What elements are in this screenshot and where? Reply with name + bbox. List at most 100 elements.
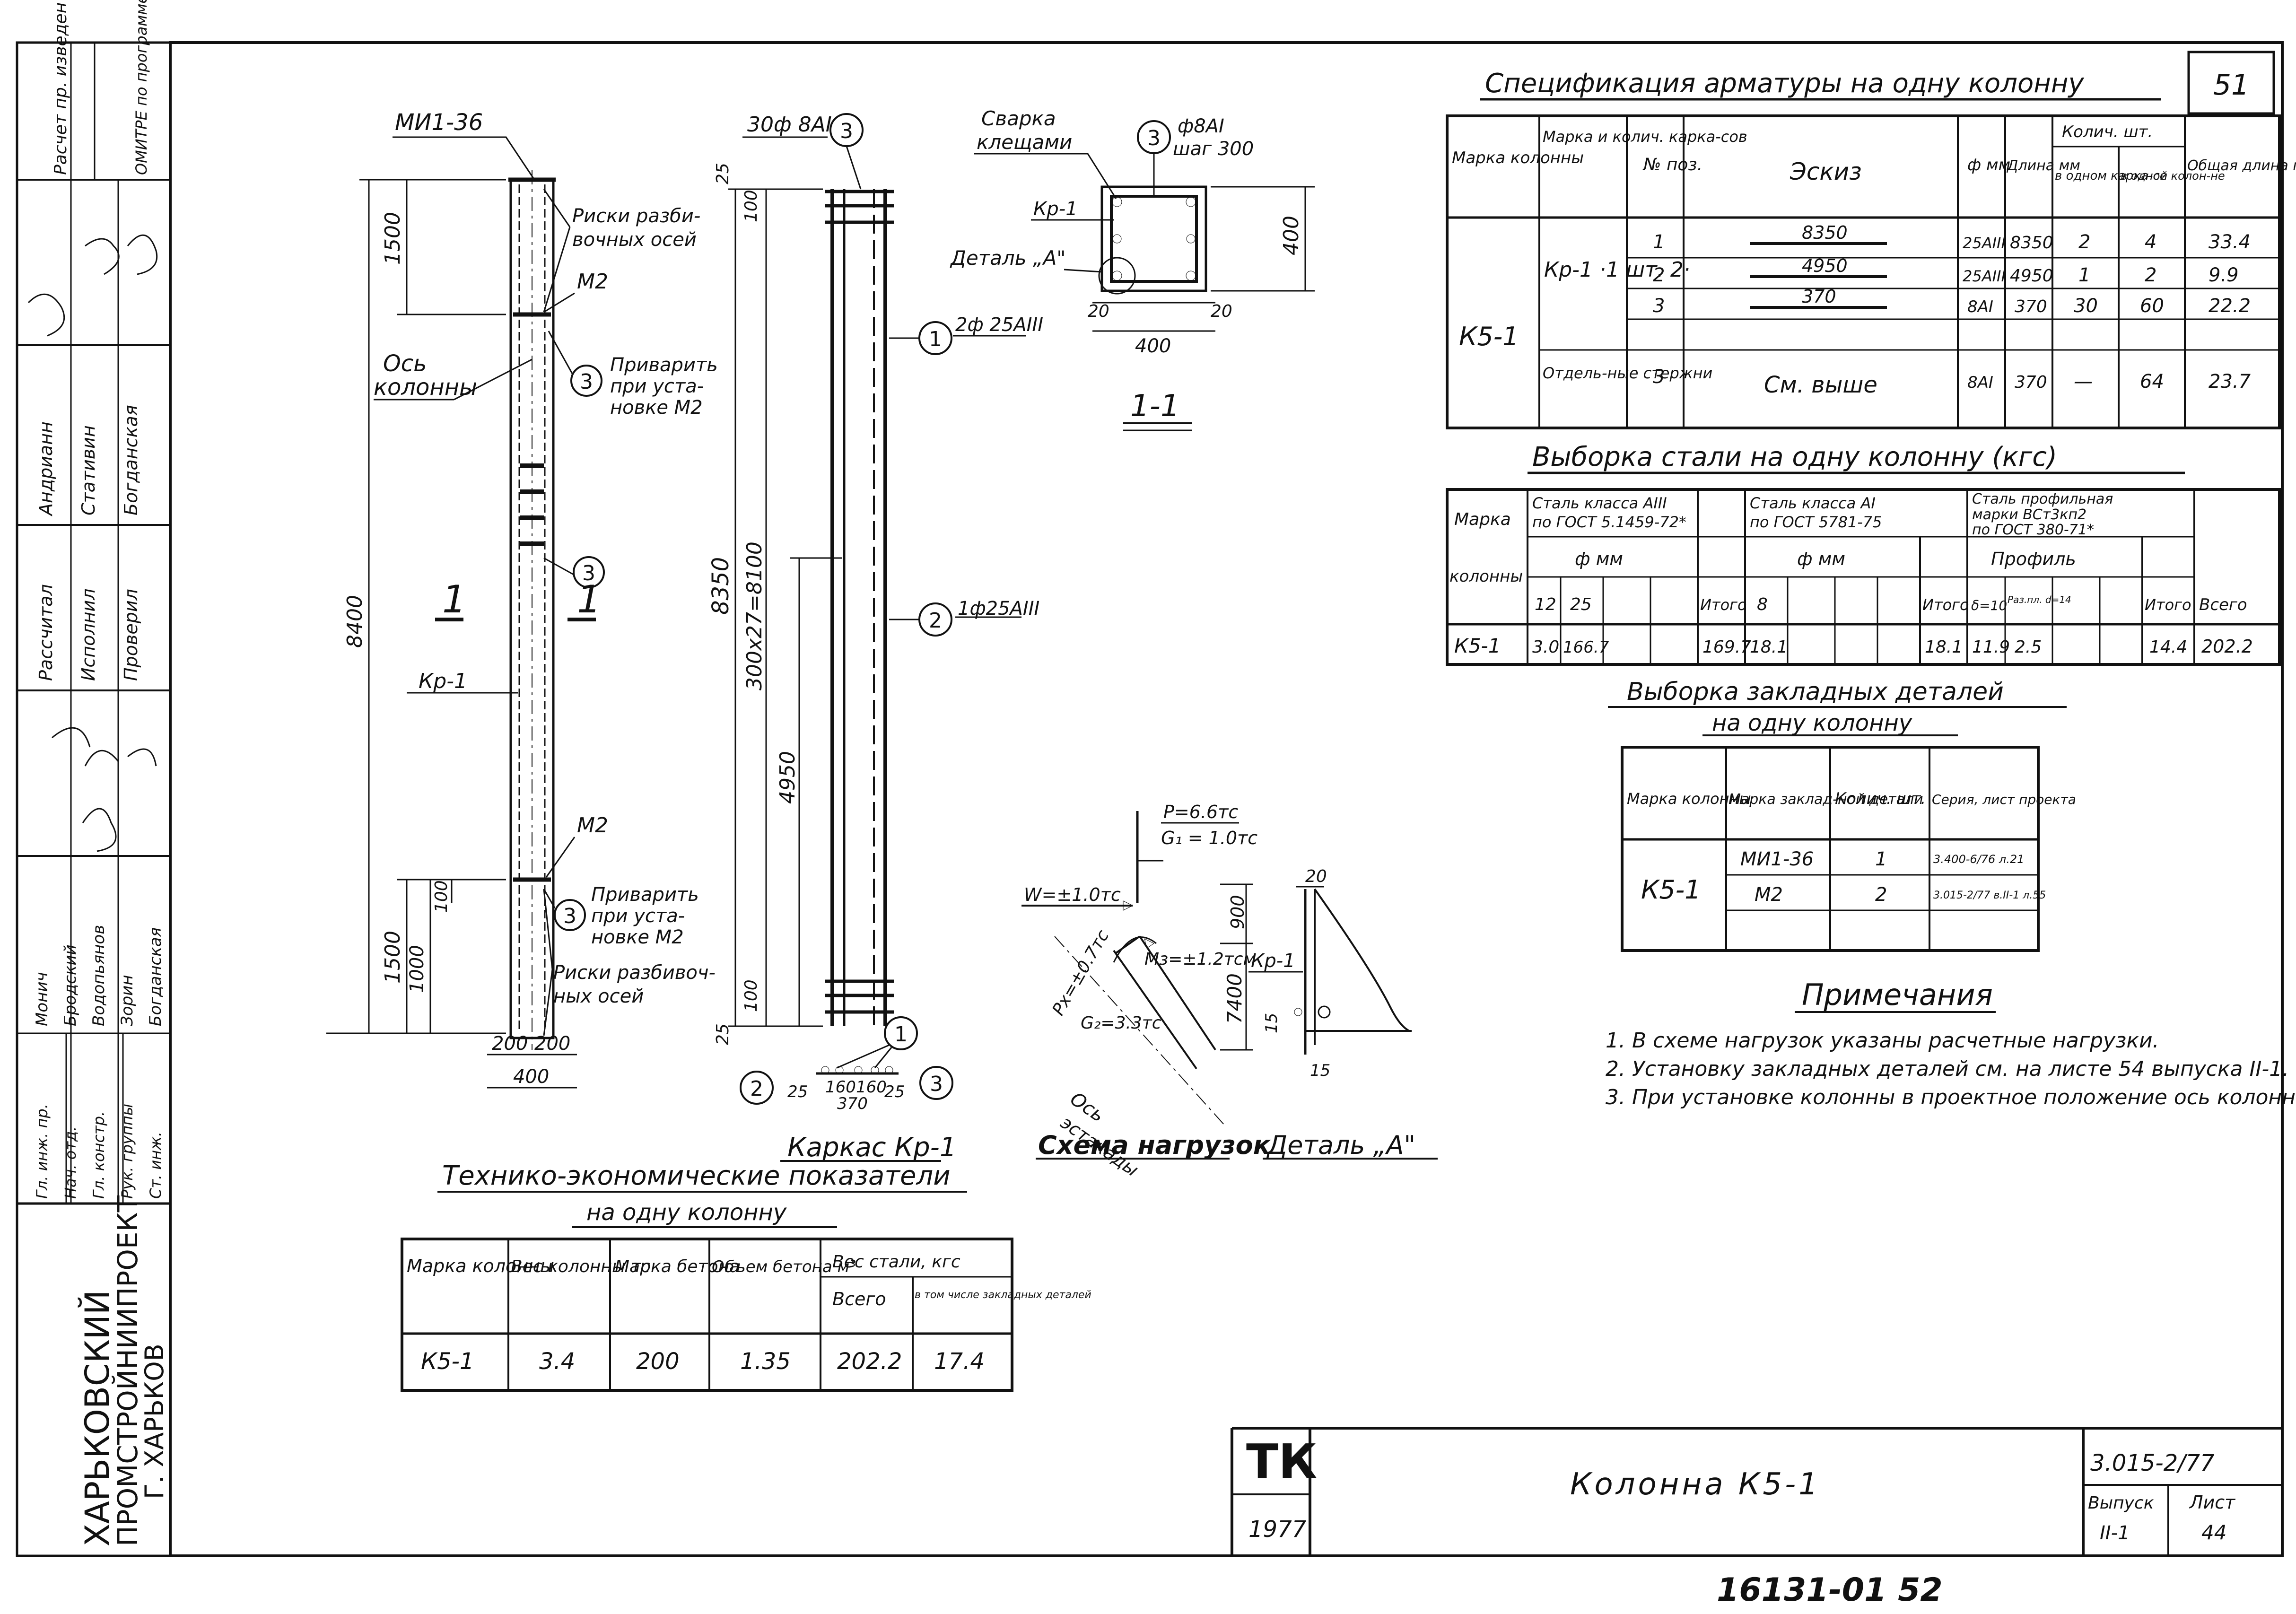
embeds-title: Выборка закладных деталей: [1627, 678, 2004, 706]
dim-label: 370: [837, 1094, 868, 1113]
spec-header: Эскиз: [1790, 158, 1862, 185]
tep-header: Марка бетона: [615, 1257, 740, 1276]
spec-n2: 4: [2145, 231, 2156, 253]
cage-label: Кр-1: [1251, 950, 1295, 972]
embed-m2-label: М2: [577, 813, 608, 838]
spec-rows: 1 8350 25AIII 8350 2 4 33.4 2 4950 25AII…: [1543, 222, 2251, 398]
embed-m2-label: М2: [577, 270, 608, 294]
embed-name: М2: [1755, 884, 1783, 906]
dim-label: 900: [1227, 895, 1248, 929]
tep-header: Вес колонны тс: [511, 1257, 650, 1276]
steel-val: 11.9: [1972, 637, 2010, 657]
tep-header: Марка колонны: [407, 1256, 554, 1276]
load-m: Mз=±1.2тсм: [1144, 950, 1256, 969]
steel-header: Сталь класса AIII: [1532, 494, 1667, 512]
embeds-mark: К5-1: [1641, 875, 1701, 905]
column-elevation: 1500 8400 1500 1000 100 200 200 400 МИ1-…: [326, 109, 718, 1089]
signature: [127, 234, 158, 275]
embeds-title: на одну колонну: [1712, 710, 1912, 736]
spec-pos: 3: [1653, 366, 1665, 388]
sheet-number: 51: [2213, 69, 2249, 102]
position-marker-text: 1: [929, 327, 942, 351]
steel-val: 166.7: [1563, 638, 1609, 657]
role-name: Богданская: [121, 405, 141, 515]
spec-n1: —: [2074, 371, 2093, 393]
load-g2: G₂=3.3тс: [1081, 1013, 1161, 1033]
cage-label: Кр-1: [1033, 198, 1078, 220]
position-marker-text: 3: [582, 561, 595, 585]
cage-title: Каркас Кр-1: [787, 1132, 957, 1163]
role-label: Проверил: [121, 589, 141, 681]
spec-d: 25AIII: [1963, 234, 2006, 252]
steel-header: марки ВСт3кп2: [1972, 506, 2086, 523]
steel-val: 202.2: [2201, 636, 2253, 657]
spec-cage: Отдель-ные стержни: [1543, 364, 1712, 382]
risk-label: вочных осей: [572, 229, 697, 251]
steel-total-label: Итого: [2145, 596, 2191, 614]
spec-sketch: 8350: [1802, 222, 1848, 243]
section-cut-label: 1: [442, 577, 466, 621]
dim-label: 7400: [1223, 973, 1246, 1024]
dim-label: 15: [1262, 1013, 1281, 1033]
spec-total: 22.2: [2209, 295, 2251, 317]
steel-fmm: ф мм: [1575, 549, 1623, 569]
stamp-issue-label: Выпуск: [2088, 1493, 2154, 1513]
spec-sketch: 4950: [1802, 255, 1848, 276]
tep-header: в том числе закладных деталей: [915, 1289, 1091, 1301]
bar-label: шаг 300: [1173, 138, 1254, 160]
steel-mark: К5-1: [1454, 634, 1501, 657]
dim-label: 100: [432, 880, 451, 913]
spec-mark: К5-1: [1459, 322, 1519, 351]
risk-label: Риски разбивоч-: [553, 962, 716, 984]
spec-pos: 2: [1653, 264, 1665, 286]
tep-title: Технико-экономические показатели: [442, 1160, 951, 1191]
weld-label: клещами: [977, 131, 1072, 154]
tep-cell: 200: [636, 1348, 680, 1375]
dim-label: 160: [825, 1078, 856, 1097]
dim-label: 8350: [707, 557, 734, 615]
position-marker-text: 3: [930, 1072, 943, 1096]
section-1-1: Сварка клещами 3 ф8AI шаг 300 Кр-1 Детал…: [950, 107, 1315, 431]
inner-frame: [169, 41, 2284, 1557]
dim-label: 1000: [406, 945, 428, 993]
axis-label: колонны: [374, 374, 477, 401]
org-line-2: ПРОМСТРОЙНИИПРОЕКТ: [111, 1195, 144, 1546]
steel-header: колонны: [1449, 567, 1523, 586]
dim-label: 300х27=8100: [742, 541, 767, 690]
spec-total: 33.4: [2209, 231, 2251, 253]
embeds-header: Марка колонны: [1627, 790, 1751, 808]
spec-d: 8AI: [1967, 373, 1993, 392]
spec-table: Спецификация арматуры на одну колонну Ма…: [1446, 68, 2296, 429]
embed-name: МИ1-36: [1740, 848, 1814, 870]
steel-sub: Раз.пл. d=14: [2008, 594, 2071, 605]
role-label: Исполнил: [78, 588, 99, 681]
steel-header: по ГОСТ 380-71*: [1972, 522, 2094, 538]
cage-elevation: 30ф 8AI 3 25 100 8350 300х27=8100 4950 1…: [707, 113, 1043, 1163]
spec-len: 8350: [2010, 233, 2053, 253]
strip-revision-2: ОМИТРЕ по программе АПК-12: [132, 0, 150, 175]
embeds-header: Серия, лист проекта: [1932, 792, 2076, 807]
position-marker-text: 3: [1147, 126, 1161, 150]
position-marker: [573, 556, 605, 588]
tep-header: Объем бетона м³: [712, 1257, 856, 1276]
embed-series: 3.015-2/77 в.II-1 л.55: [1933, 890, 2046, 901]
load-g1: G₁ = 1.0тс: [1161, 828, 1257, 848]
tep-cell: К5-1: [421, 1348, 474, 1375]
dim-label: 200: [492, 1033, 528, 1055]
bar-label: ф8AI: [1178, 115, 1224, 137]
position-marker: [554, 899, 586, 931]
note-item: 1. В схеме нагрузок указаны расчетные на…: [1606, 1029, 2159, 1053]
title-stamp: ТК 1977 Колонна К5-1 3.015-2/77 Выпуск I…: [1231, 1427, 2282, 1556]
spec-len: 370: [2015, 297, 2047, 316]
steel-sub: 8: [1757, 595, 1768, 614]
position-marker-text: 3: [580, 370, 593, 394]
role-name: Стативин: [78, 425, 99, 515]
dim-label: 4950: [776, 751, 800, 804]
spec-n1: 1: [2078, 264, 2090, 286]
spec-n2: 64: [2140, 371, 2164, 393]
stamp-title: Колонна К5-1: [1570, 1467, 1821, 1502]
steel-total-label: Итого: [1700, 596, 1747, 614]
scheme-title: Схема нагрузок: [1038, 1130, 1271, 1160]
org-line-3: Г. ХАРЬКОВ: [140, 1344, 169, 1499]
